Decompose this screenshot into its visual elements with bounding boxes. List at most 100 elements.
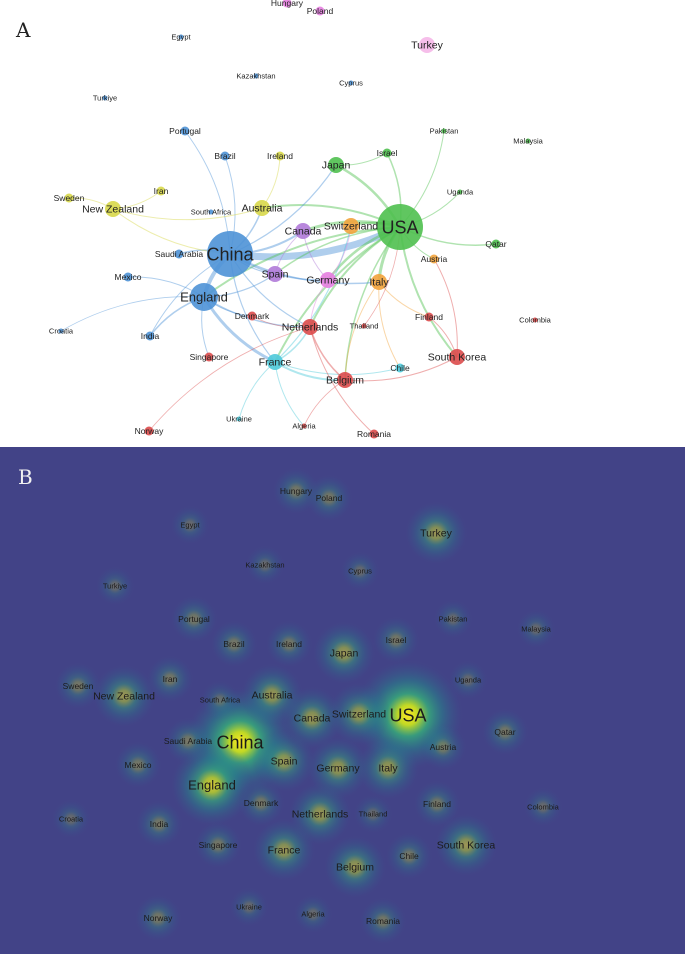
node-canada[interactable] xyxy=(295,223,311,239)
node-thailand[interactable] xyxy=(361,323,367,329)
node-sweden[interactable] xyxy=(64,193,74,203)
density-label-south-korea: South Korea xyxy=(437,840,496,852)
density-blob-australia xyxy=(240,663,304,727)
density-label-turkiye: Turkiye xyxy=(103,582,127,591)
density-blob-singapore xyxy=(194,821,242,869)
node-chile[interactable] xyxy=(395,363,405,373)
density-blob-cyprus xyxy=(340,551,380,591)
node-france[interactable] xyxy=(267,354,283,370)
density-blob-japan xyxy=(312,621,376,685)
node-austria[interactable] xyxy=(429,254,439,264)
density-label-denmark: Denmark xyxy=(244,798,279,808)
density-label-saudi-arabia: Saudi Arabia xyxy=(164,736,212,746)
node-iran[interactable] xyxy=(156,186,166,196)
node-belgium[interactable] xyxy=(337,372,353,388)
density-label-algeria: Algeria xyxy=(301,910,325,919)
density-blob-italy xyxy=(356,736,420,800)
node-germany[interactable] xyxy=(320,272,336,288)
density-blob-brazil xyxy=(210,620,258,668)
label-portugal: Portugal xyxy=(169,126,201,136)
density-blob-spain xyxy=(252,729,316,793)
density-label-uganda: Uganda xyxy=(455,676,482,685)
node-england[interactable] xyxy=(190,283,218,311)
node-qatar[interactable] xyxy=(491,239,501,249)
link-usa-england xyxy=(203,226,401,298)
density-label-pakistan: Pakistan xyxy=(439,615,468,624)
node-mexico[interactable] xyxy=(123,272,133,282)
node-kazakhstan[interactable] xyxy=(253,73,259,79)
density-label-portugal: Portugal xyxy=(178,614,210,624)
link-italy-chile xyxy=(378,281,401,369)
link-england-croatia xyxy=(60,296,205,332)
density-label-china: China xyxy=(216,732,264,752)
node-ireland[interactable] xyxy=(275,151,285,161)
density-blob-saudi-arabia xyxy=(164,717,212,765)
node-denmark[interactable] xyxy=(247,311,257,321)
node-brazil[interactable] xyxy=(220,151,230,161)
node-south-korea[interactable] xyxy=(449,349,465,365)
density-label-usa: USA xyxy=(389,705,426,725)
node-netherlands[interactable] xyxy=(302,319,318,335)
node-turkiye[interactable] xyxy=(102,95,108,101)
label-new-zealand: New Zealand xyxy=(82,204,144,216)
node-malaysia[interactable] xyxy=(525,138,531,144)
node-usa[interactable] xyxy=(377,204,423,250)
node-saudi-arabia[interactable] xyxy=(174,249,184,259)
density-label-canada: Canada xyxy=(294,713,331,725)
link-new-zealand-australia xyxy=(112,207,263,221)
density-blob-belgium xyxy=(323,835,387,899)
node-spain[interactable] xyxy=(267,266,283,282)
density-blob-austria xyxy=(419,723,467,771)
link-france-algeria xyxy=(274,361,305,427)
node-hungary[interactable] xyxy=(282,0,292,8)
node-romania[interactable] xyxy=(369,429,379,439)
node-south-africa[interactable] xyxy=(208,209,214,215)
node-portugal[interactable] xyxy=(180,126,190,136)
density-label-brazil: Brazil xyxy=(223,639,244,649)
label-saudi-arabia: Saudi Arabia xyxy=(155,249,203,259)
node-colombia[interactable] xyxy=(532,317,538,323)
label-cyprus: Cyprus xyxy=(339,79,363,88)
density-label-colombia: Colombia xyxy=(527,803,560,812)
density-layer xyxy=(51,467,563,945)
node-israel[interactable] xyxy=(382,148,392,158)
node-uganda[interactable] xyxy=(457,189,463,195)
node-ukraine[interactable] xyxy=(236,416,242,422)
node-egypt[interactable] xyxy=(178,34,184,40)
node-japan[interactable] xyxy=(328,157,344,173)
node-switzerland[interactable] xyxy=(343,218,359,234)
node-new-zealand[interactable] xyxy=(105,201,121,217)
node-turkey[interactable] xyxy=(419,37,435,53)
density-label-mexico: Mexico xyxy=(125,760,152,770)
link-belgium-algeria xyxy=(303,379,346,427)
node-poland[interactable] xyxy=(315,6,325,16)
density-label-chile: Chile xyxy=(399,851,419,861)
label-china: China xyxy=(206,244,254,264)
node-china[interactable] xyxy=(207,231,253,277)
density-label-israel: Israel xyxy=(386,635,407,645)
label-turkiye: Turkiye xyxy=(93,94,117,103)
node-australia[interactable] xyxy=(254,200,270,216)
label-pakistan: Pakistan xyxy=(430,127,459,136)
density-blob-france xyxy=(252,818,316,882)
density-blob-south-korea xyxy=(434,813,498,877)
node-italy[interactable] xyxy=(371,274,387,290)
density-label-sweden: Sweden xyxy=(63,681,94,691)
density-label-turkey: Turkey xyxy=(420,528,452,540)
label-switzerland: Switzerland xyxy=(324,221,378,233)
node-finland[interactable] xyxy=(424,312,434,322)
node-norway[interactable] xyxy=(144,426,154,436)
node-cyprus[interactable] xyxy=(348,80,354,86)
label-japan: Japan xyxy=(322,160,351,172)
label-canada: Canada xyxy=(285,226,322,238)
node-algeria[interactable] xyxy=(301,423,307,429)
node-croatia[interactable] xyxy=(58,328,64,334)
node-india[interactable] xyxy=(145,331,155,341)
density-blob-turkiye xyxy=(95,566,135,606)
density-label-norway: Norway xyxy=(144,913,174,923)
node-singapore[interactable] xyxy=(204,352,214,362)
node-pakistan[interactable] xyxy=(441,128,447,134)
label-india: India xyxy=(141,331,160,341)
label-denmark: Denmark xyxy=(235,311,270,321)
